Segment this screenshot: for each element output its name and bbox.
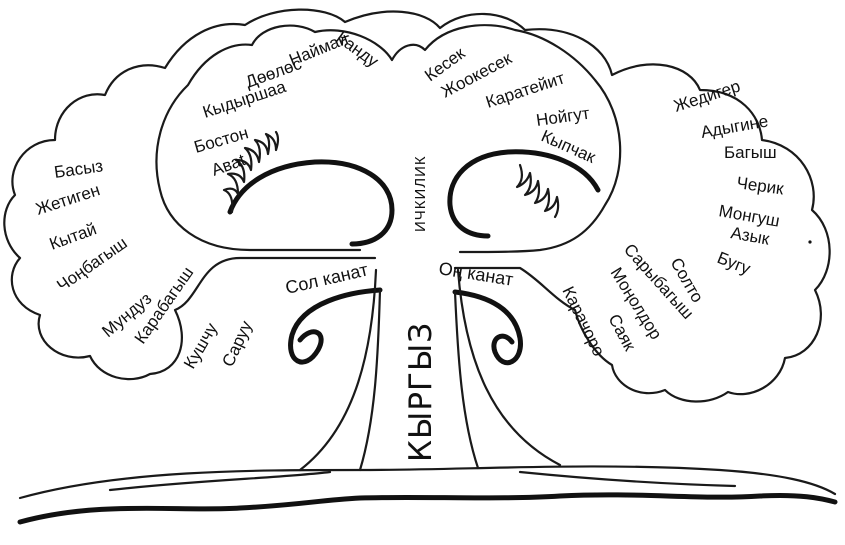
root-line-3: [110, 472, 330, 490]
right-outer-label: Бугу: [715, 248, 754, 279]
left-tribe-label: Жетиген: [33, 180, 102, 219]
right-outer-label: Жедигер: [671, 76, 742, 115]
core-right-label: Нойгут: [535, 104, 591, 130]
stray-dot: [808, 240, 811, 243]
left-swirl: [230, 162, 392, 244]
trunk-core-right: [458, 270, 560, 465]
core-label: ИЧКИЛИК: [412, 155, 429, 232]
left-tribe-label: Басыз: [53, 156, 104, 182]
trunk-left: [360, 290, 380, 470]
wing-right-label: Оң канат: [437, 258, 514, 289]
root-line-1: [20, 466, 835, 498]
right-outer-label: Багыш: [724, 143, 777, 162]
root-line-2: [20, 495, 835, 522]
right-outer-label: Черик: [735, 173, 785, 198]
right-branch: [455, 292, 521, 363]
left-tribe-label: Кытай: [47, 219, 99, 254]
right-swirl: [450, 152, 598, 236]
right-fringe: [517, 165, 558, 217]
left-tribe-label: Саруу: [218, 318, 256, 370]
trunk-title: КЫРГЫЗ: [403, 322, 439, 462]
right-outer-label: Адыгине: [699, 111, 769, 142]
root-line-4: [520, 472, 735, 486]
core-left-label: Кыдыршаа: [200, 77, 288, 122]
trunk-right: [455, 292, 478, 468]
right-inner-label: Карачоро: [558, 283, 608, 359]
left-tribe-label: Кушчу: [180, 319, 221, 372]
